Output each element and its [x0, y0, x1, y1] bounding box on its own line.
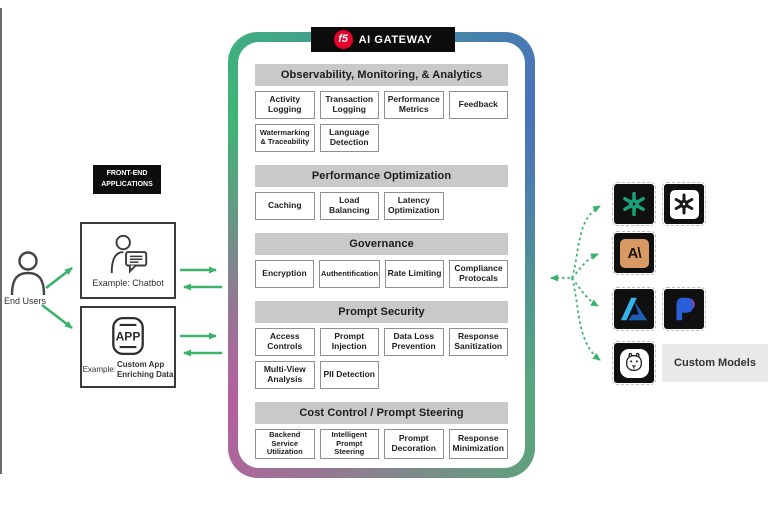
section-observability: Observability, Monitoring, & Analytics A…: [255, 64, 508, 152]
chatbot-example-label: Example: Chatbot: [92, 278, 164, 288]
openai-icon: [623, 191, 645, 217]
capability-box: Rate Limiting: [385, 260, 445, 288]
custom-app-name: Custom App Enriching Data: [116, 359, 174, 379]
openai-alt-icon: [674, 193, 694, 215]
capability-box: Prompt Decoration: [384, 429, 444, 459]
capability-box: Encryption: [255, 260, 314, 288]
capability-box: Backend Service Utilization: [255, 429, 315, 459]
section-title: Cost Control / Prompt Steering: [255, 402, 508, 424]
section-cost-control: Cost Control / Prompt Steering Backend S…: [255, 402, 508, 459]
section-prompt-security: Prompt Security Access Controls Prompt I…: [255, 301, 508, 389]
capability-box: Intelligent Prompt Steering: [319, 429, 379, 459]
anthropic-tile: A\: [612, 231, 656, 275]
capability-box: Prompt Injection: [319, 328, 379, 356]
capability-box: Multi-View Analysis: [255, 361, 315, 389]
app-icon: APP: [112, 316, 144, 355]
person-icon: [10, 251, 46, 296]
capability-box: Compliance Protocals: [449, 260, 508, 288]
section-title: Observability, Monitoring, & Analytics: [255, 64, 508, 86]
section-title: Performance Optimization: [255, 165, 508, 187]
chatbot-icon: [110, 234, 148, 274]
window-edge-line: [0, 8, 2, 474]
frontend-badge-line1: FRONT-END: [106, 170, 148, 177]
azure-icon: [620, 297, 648, 321]
custom-models-label: Custom Models: [662, 344, 768, 382]
capability-box: Authentification: [318, 260, 381, 288]
capability-box: PII Detection: [319, 361, 379, 389]
section-performance: Performance Optimization Caching Load Ba…: [255, 165, 508, 220]
gateway-inner: Observability, Monitoring, & Analytics A…: [238, 42, 525, 468]
anthropic-icon: A\: [627, 244, 642, 262]
section-title: Governance: [255, 233, 508, 255]
arrow-to-llama: [571, 277, 601, 361]
custom-app-example-box: APP Example: Custom App Enriching Data: [80, 306, 176, 388]
capability-box: Language Detection: [319, 124, 379, 152]
capability-box: Data Loss Prevention: [384, 328, 444, 356]
chatbot-example-box: Example: Chatbot: [80, 222, 176, 299]
capability-box: Access Controls: [255, 328, 315, 356]
section-governance: Governance Encryption Authentification R…: [255, 233, 508, 288]
capability-box: Activity Logging: [255, 91, 315, 119]
f5-logo-icon: f5: [333, 30, 353, 49]
arrow-to-openai: [571, 205, 601, 279]
frontend-applications-badge: FRONT-END APPLICATIONS: [93, 165, 161, 194]
capability-box: Latency Optimization: [384, 192, 444, 220]
capability-box: Caching: [255, 192, 315, 220]
gateway-badge-label: AI GATEWAY: [358, 33, 433, 46]
capability-box: Load Balancing: [319, 192, 379, 220]
capability-box: Transaction Logging: [319, 91, 379, 119]
section-title: Prompt Security: [255, 301, 508, 323]
frontend-badge-line2: APPLICATIONS: [101, 180, 153, 188]
azure-tile: [612, 287, 656, 331]
openai-alt-tile: [662, 182, 706, 226]
capability-box: Response Sanitization: [448, 328, 508, 356]
end-user-figure: [6, 250, 50, 301]
example-prefix: Example:: [82, 365, 116, 374]
f5-ai-gateway-badge: f5 AI GATEWAY: [311, 27, 455, 52]
capability-box: Response Minimization: [448, 429, 508, 459]
microsoft-ai-tile: [662, 287, 706, 331]
end-users-label: End Users: [3, 296, 47, 306]
arrow-to-anthropic: [571, 253, 599, 279]
llama-icon: [626, 352, 642, 371]
gateway-container: Observability, Monitoring, & Analytics A…: [228, 32, 535, 478]
llama-tile: [612, 341, 656, 385]
svg-text:APP: APP: [116, 330, 141, 344]
openai-tile: [612, 182, 656, 226]
arrow-to-azure: [571, 277, 599, 307]
custom-app-example-label: Example: Custom App Enriching Data: [83, 360, 174, 379]
microsoft-ai-icon: [676, 297, 695, 321]
arrow-user-to-app: [41, 303, 73, 330]
capability-box: Watermarking & Traceability: [255, 124, 315, 152]
capability-box: Feedback: [448, 91, 508, 119]
capability-box: Performance Metrics: [384, 91, 444, 119]
